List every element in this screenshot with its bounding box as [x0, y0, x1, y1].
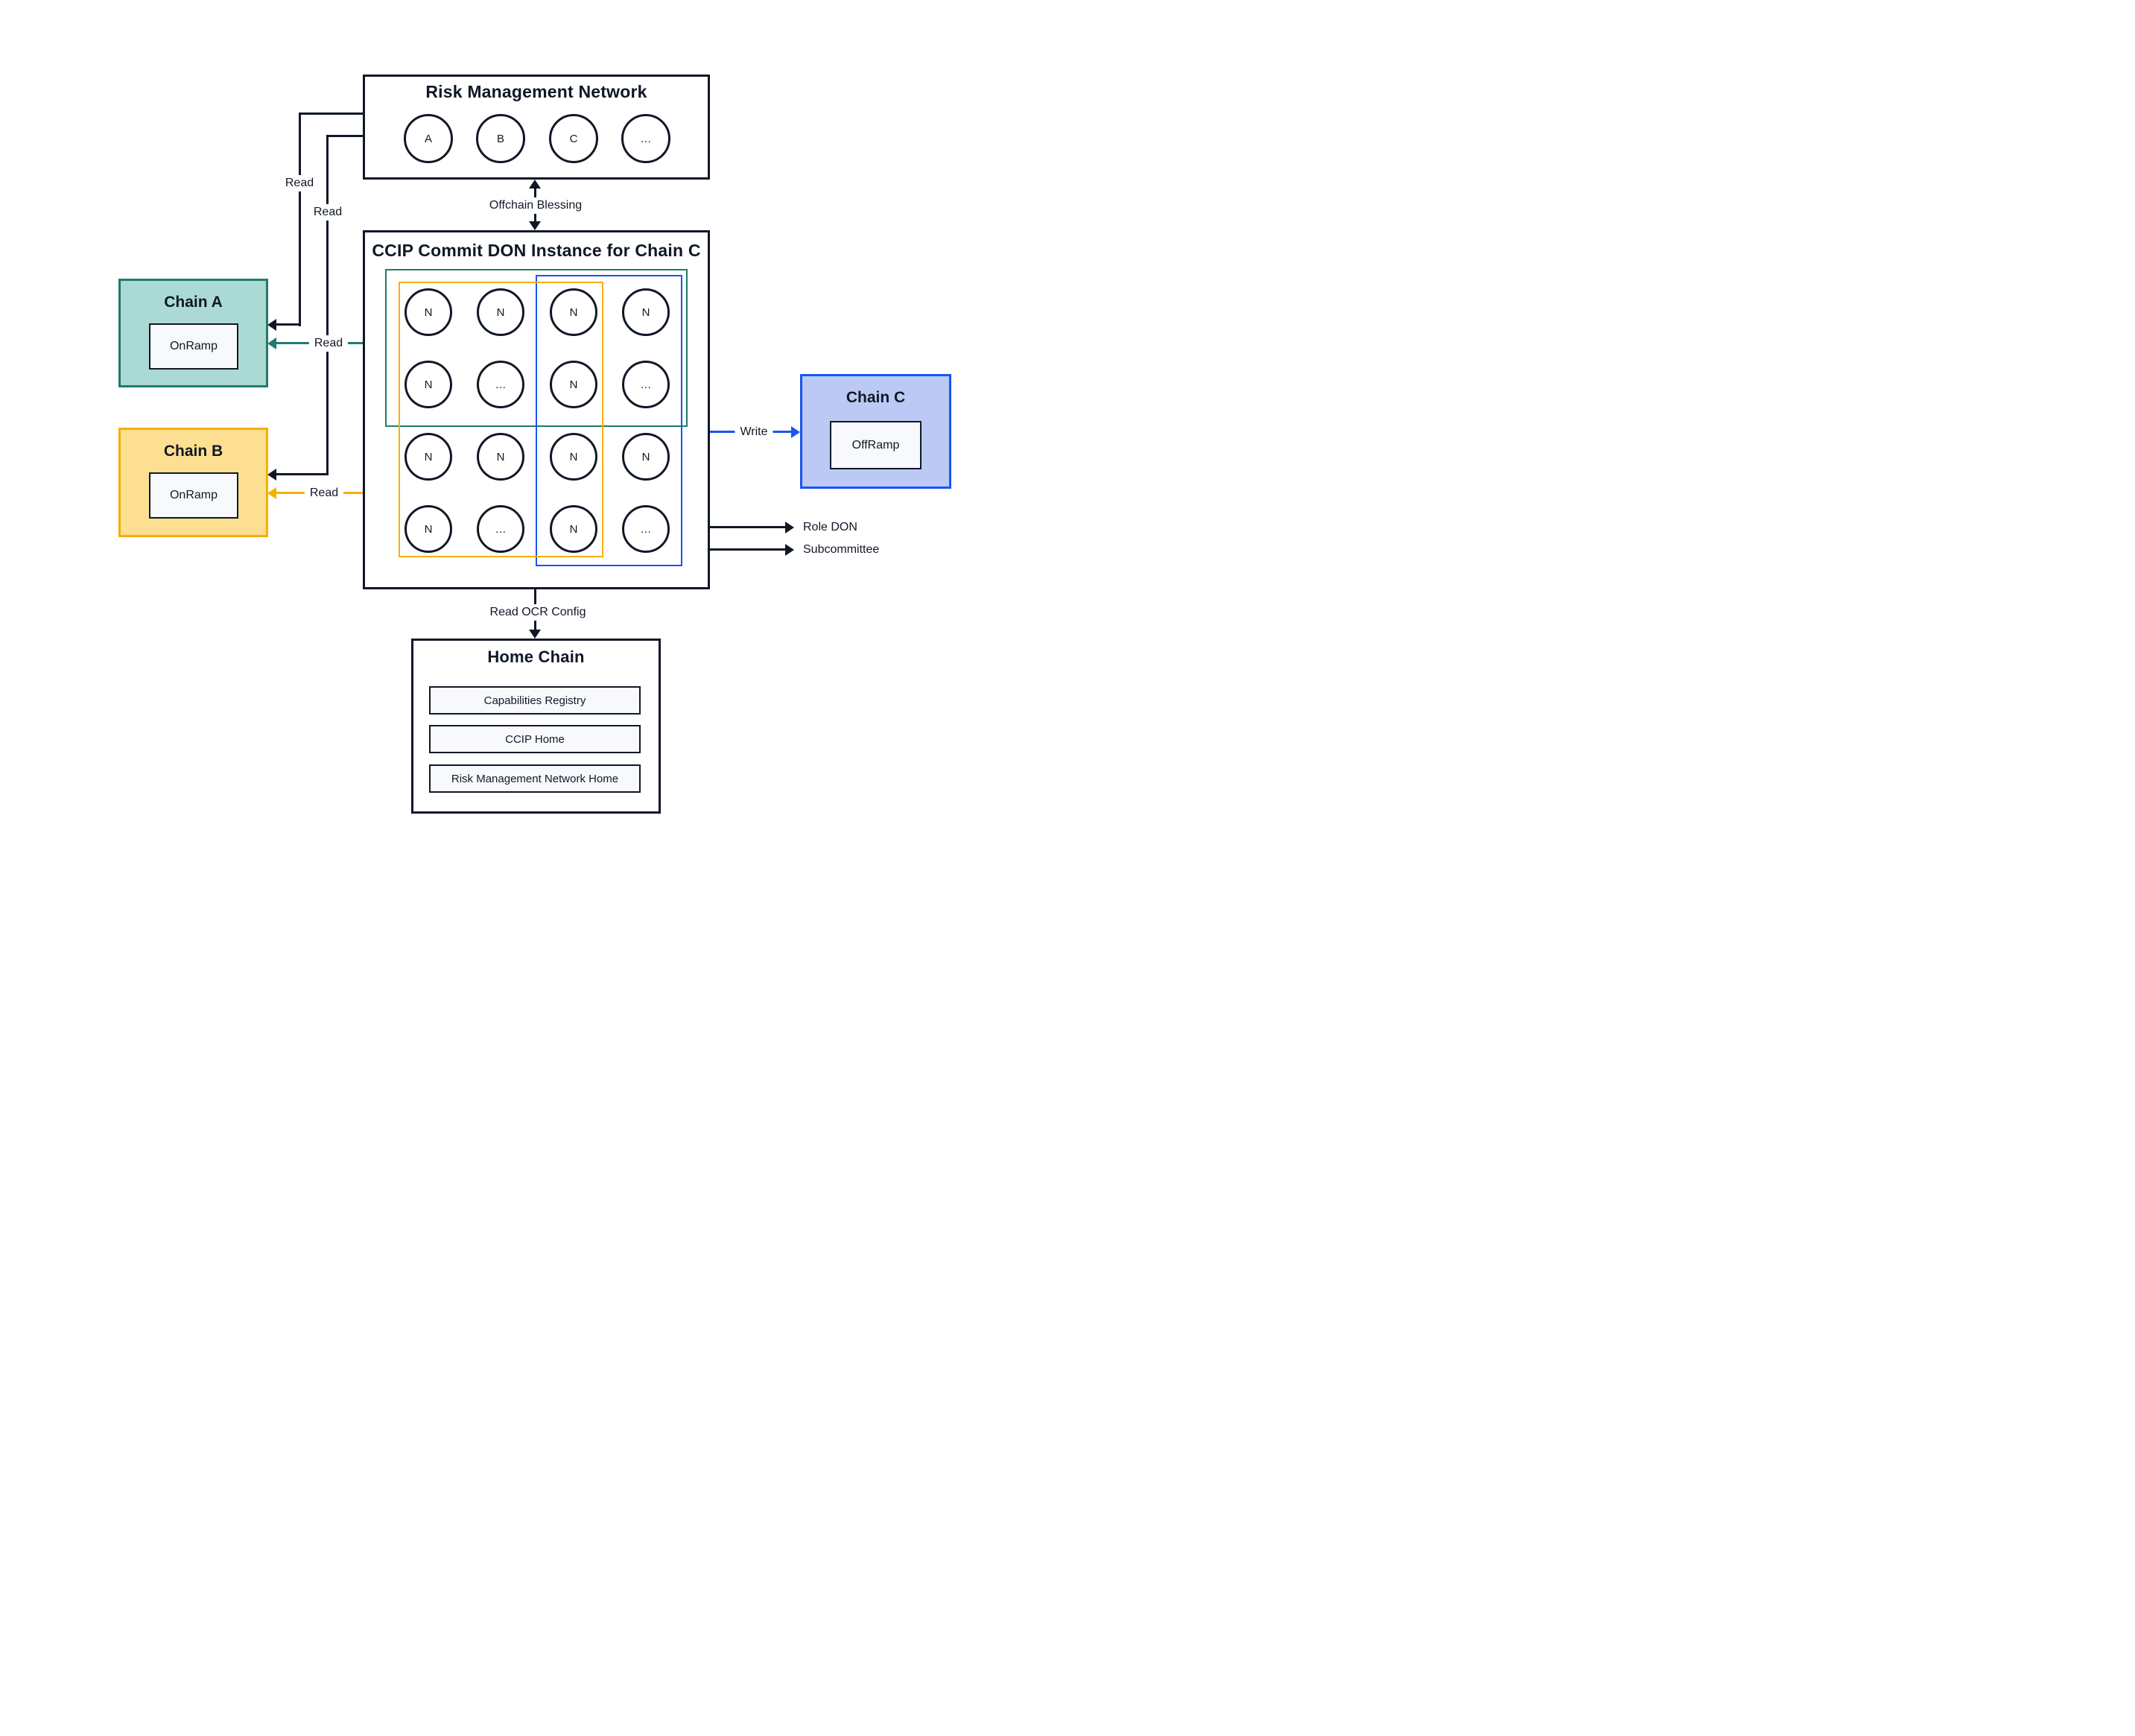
rmn-to-chain-a-line-top — [299, 113, 363, 115]
ccip-home-box: CCIP Home — [429, 725, 641, 753]
read-ocr-config-arrowhead-icon — [529, 630, 541, 639]
don-node-circle: N — [477, 288, 524, 336]
chain-b-title: Chain B — [163, 443, 223, 460]
don-node-label: N — [569, 378, 578, 391]
don-node-circle: N — [405, 361, 452, 408]
don-node-circle: … — [477, 505, 524, 553]
don-node-circle: N — [550, 505, 597, 553]
rmn-to-chain-b-line-vertical — [326, 135, 329, 475]
don-node-label: … — [640, 522, 652, 536]
don-node-label: N — [424, 450, 433, 463]
don-node-label: N — [424, 305, 433, 319]
capabilities-registry-box: Capabilities Registry — [429, 686, 641, 715]
offchain-blessing-up-arrowhead-icon — [529, 180, 541, 189]
don-node-label: N — [424, 378, 433, 391]
risk-management-network-title: Risk Management Network — [425, 82, 647, 101]
don-node-circle: N — [550, 361, 597, 408]
don-node-circle: … — [622, 361, 670, 408]
don-node-label: N — [569, 450, 578, 463]
rmn-to-chain-b-line-top — [327, 135, 363, 137]
rmn-node-circle: … — [621, 114, 670, 163]
don-node-circle: … — [622, 505, 670, 553]
don-to-chain-a-arrowhead-icon — [267, 338, 276, 349]
don-node-label: … — [640, 378, 652, 391]
rmn-node-label: A — [424, 132, 432, 145]
don-node-label: N — [424, 522, 433, 536]
chain-a-onramp-box: OnRamp — [149, 323, 238, 370]
don-node-circle: N — [550, 433, 597, 481]
rmn-node-label: B — [496, 132, 504, 145]
don-node-circle: N — [622, 288, 670, 336]
don-node-label: N — [496, 450, 505, 463]
don-node-circle: N — [405, 433, 452, 481]
don-node-label: N — [641, 450, 650, 463]
write-arrowhead-icon — [791, 426, 800, 438]
ccip-commit-don-title: CCIP Commit DON Instance for Chain C — [372, 241, 701, 260]
subcommittee-label: Subcommittee — [803, 543, 880, 556]
rmn-to-chain-b-arrowhead-icon — [267, 469, 276, 481]
read-label-rmn-to-a: Read — [279, 175, 320, 191]
rmn-node-label: C — [569, 132, 578, 145]
don-node-circle: N — [622, 433, 670, 481]
read-label-don-to-b: Read — [304, 485, 344, 501]
chain-c-offramp-box: OffRamp — [830, 421, 921, 469]
don-node-circle: … — [477, 361, 524, 408]
don-node-circle: N — [477, 433, 524, 481]
ccip-architecture-diagram: Risk Management Network A B C … CCIP Com… — [0, 0, 1068, 868]
role-don-line — [708, 526, 786, 528]
rmn-home-box: Risk Management Network Home — [429, 764, 641, 793]
read-label-rmn-to-b: Read — [308, 204, 348, 221]
chain-b-onramp-label: OnRamp — [169, 489, 218, 501]
rmn-node-label: … — [640, 132, 652, 145]
don-node-label: N — [569, 522, 578, 536]
subcommittee-arrowhead-icon — [785, 544, 794, 556]
rmn-node-circle: A — [404, 114, 453, 163]
don-node-label: N — [496, 305, 505, 319]
subcommittee-line — [681, 548, 786, 551]
rmn-to-chain-a-arrowhead-icon — [267, 319, 276, 331]
rmn-node-circle: B — [476, 114, 525, 163]
read-ocr-config-label: Read OCR Config — [484, 604, 591, 621]
role-don-label: Role DON — [803, 521, 857, 533]
don-node-circle: N — [405, 505, 452, 553]
rmn-node-circle: C — [549, 114, 598, 163]
chain-b-onramp-box: OnRamp — [149, 472, 238, 519]
don-node-label: N — [569, 305, 578, 319]
don-node-label: … — [495, 378, 507, 391]
chain-b-quorum-overlay — [399, 282, 603, 557]
don-node-circle: N — [550, 288, 597, 336]
read-label-don-to-a: Read — [308, 335, 349, 352]
don-node-label: N — [641, 305, 650, 319]
don-to-chain-b-arrowhead-icon — [267, 487, 276, 499]
ccip-home-label: CCIP Home — [505, 732, 565, 746]
offchain-blessing-down-arrowhead-icon — [529, 221, 541, 230]
home-chain-title: Home Chain — [487, 647, 585, 666]
role-don-arrowhead-icon — [785, 522, 794, 533]
rmn-home-label: Risk Management Network Home — [451, 772, 619, 785]
rmn-to-chain-a-line-bottom — [274, 323, 301, 326]
subcommittee-overlay — [536, 275, 682, 566]
chain-c-title: Chain C — [846, 389, 906, 406]
chain-a-onramp-label: OnRamp — [169, 340, 218, 352]
offchain-blessing-label: Offchain Blessing — [483, 197, 588, 214]
capabilities-registry-label: Capabilities Registry — [483, 694, 586, 707]
don-node-circle: N — [405, 288, 452, 336]
chain-a-title: Chain A — [164, 294, 223, 311]
write-label: Write — [735, 424, 773, 440]
chain-c-offramp-label: OffRamp — [851, 438, 900, 452]
rmn-to-chain-a-line-vertical — [299, 113, 301, 326]
don-node-label: … — [495, 522, 507, 536]
rmn-to-chain-b-line-bottom — [274, 473, 328, 475]
